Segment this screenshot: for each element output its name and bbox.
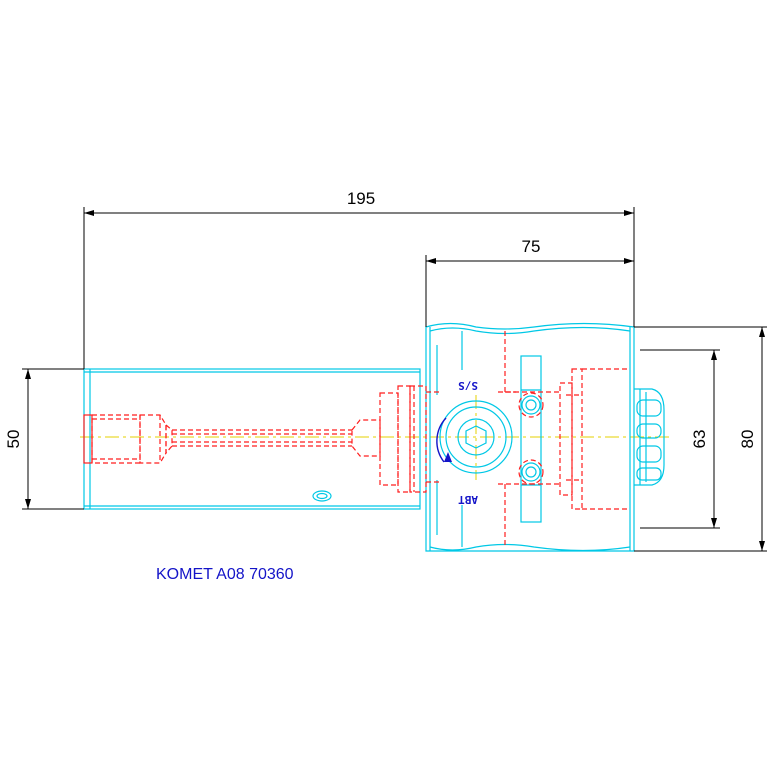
- dimension-inner-diameter: 63: [640, 349, 720, 529]
- connection-end: [634, 388, 665, 486]
- dim-label-75: 75: [522, 237, 541, 256]
- engraving-bottom: ABT: [458, 493, 478, 506]
- rotation-arrow: [436, 417, 447, 463]
- head-body: [425, 322, 635, 552]
- rotation-arrow-head: [444, 452, 452, 462]
- dimension-outer-diameter: 80: [634, 326, 767, 552]
- engraving-top: S/S: [458, 379, 478, 392]
- dim-label-63: 63: [690, 430, 709, 449]
- hidden-bore: [83, 331, 630, 547]
- engraving: S/S ABT: [436, 379, 478, 506]
- shank-body: [83, 368, 421, 510]
- dim-label-80: 80: [738, 430, 757, 449]
- dim-label-50: 50: [4, 430, 23, 449]
- part-label: KOMET A08 70360: [156, 566, 294, 583]
- dimension-shank-diameter: 50: [4, 368, 84, 510]
- dimension-head-length: 75: [425, 237, 634, 327]
- dim-label-195: 195: [347, 189, 375, 208]
- dimension-overall-length: 195: [83, 189, 635, 369]
